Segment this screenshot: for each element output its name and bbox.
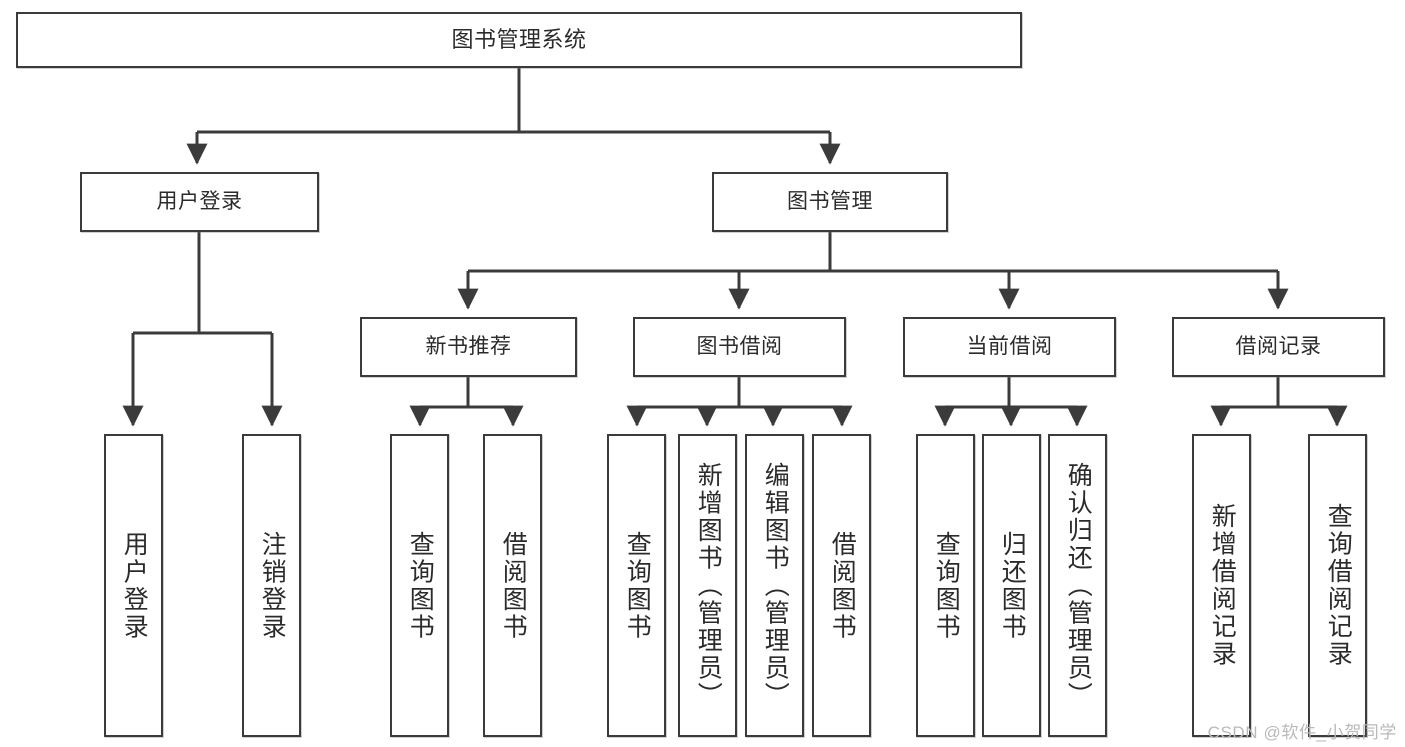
leaf-record-add-record[interactable]: 新增借阅记录 [1192, 434, 1251, 737]
node-label: 查询图书 [932, 530, 961, 641]
node-label: 查询图书 [406, 530, 435, 641]
node-label: 查询图书 [623, 530, 652, 641]
node-label: 新增图书（管理员） [694, 461, 723, 710]
leaf-borrow-borrow-book[interactable]: 借阅图书 [812, 434, 871, 737]
leaf-new-book-borrow[interactable]: 借阅图书 [483, 434, 542, 737]
leaf-record-query-record[interactable]: 查询借阅记录 [1308, 434, 1367, 737]
node-label: 用户登录 [156, 189, 243, 213]
node-label: 新增借阅记录 [1208, 503, 1237, 668]
leaf-current-query-book[interactable]: 查询图书 [916, 434, 975, 737]
node-label: 借阅记录 [1235, 334, 1322, 358]
node-book-management[interactable]: 图书管理 [712, 172, 948, 232]
node-new-book-recommend[interactable]: 新书推荐 [360, 317, 577, 377]
leaf-current-confirm-return-admin[interactable]: 确认归还（管理员） [1048, 434, 1107, 737]
node-label: 图书管理系统 [451, 27, 587, 53]
leaf-borrow-add-book-admin[interactable]: 新增图书（管理员） [678, 434, 737, 737]
leaf-new-book-query[interactable]: 查询图书 [390, 434, 449, 737]
node-label: 借阅图书 [499, 530, 528, 641]
node-label: 编辑图书（管理员） [761, 461, 790, 710]
csdn-watermark: CSDN @软件_小贺同学 [1207, 723, 1397, 742]
node-label: 确认归还（管理员） [1064, 461, 1093, 710]
leaf-user-login-login[interactable]: 用户登录 [104, 434, 163, 737]
node-book-borrow[interactable]: 图书借阅 [633, 317, 846, 377]
node-label: 新书推荐 [425, 334, 512, 358]
node-user-login[interactable]: 用户登录 [80, 172, 319, 232]
node-borrow-record[interactable]: 借阅记录 [1172, 317, 1385, 377]
leaf-borrow-query-book[interactable]: 查询图书 [607, 434, 666, 737]
leaf-user-login-logout[interactable]: 注销登录 [242, 434, 301, 737]
node-label: 查询借阅记录 [1324, 503, 1353, 668]
node-label: 归还图书 [998, 530, 1027, 641]
leaf-current-return-book[interactable]: 归还图书 [982, 434, 1041, 737]
node-label: 图书管理 [787, 189, 873, 213]
node-label: 注销登录 [258, 530, 287, 641]
node-label: 图书借阅 [696, 334, 783, 358]
node-label: 借阅图书 [828, 530, 857, 641]
node-label: 当前借阅 [966, 334, 1053, 358]
node-root-system[interactable]: 图书管理系统 [16, 12, 1022, 68]
leaf-borrow-edit-book-admin[interactable]: 编辑图书（管理员） [745, 434, 804, 737]
node-label: 用户登录 [120, 530, 149, 641]
node-current-borrow[interactable]: 当前借阅 [903, 317, 1116, 377]
